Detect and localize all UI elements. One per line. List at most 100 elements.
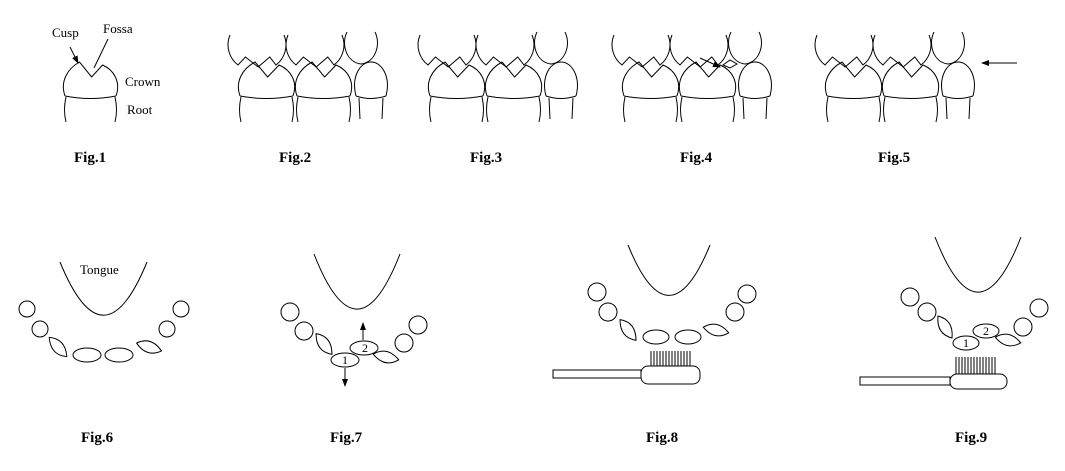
- food-impaction-arrow: [699, 57, 721, 68]
- fig7-caption: Fig.7: [330, 430, 363, 446]
- cemento-enamel-line: [296, 95, 351, 99]
- root-outline: [548, 97, 551, 120]
- root-outline: [348, 96, 351, 123]
- root-outline: [538, 96, 541, 123]
- molar-tooth-outline: [737, 284, 757, 304]
- incisor-tooth-outline: [674, 329, 702, 345]
- root-outline: [64, 96, 67, 123]
- premolar-crown: [941, 61, 975, 97]
- molar-tooth-outline: [18, 300, 36, 318]
- upper-premolar: [728, 31, 762, 65]
- root-outline: [742, 97, 745, 120]
- tooth-number-2: 2: [983, 324, 989, 338]
- root-outline: [296, 96, 299, 123]
- lower-molar-crown: [427, 61, 486, 97]
- root-outline: [486, 96, 489, 123]
- root-outline: [826, 96, 829, 123]
- cemento-enamel-line: [64, 95, 117, 99]
- upper-molar: [417, 34, 477, 68]
- cemento-enamel-line: [883, 95, 938, 99]
- fig3-caption: Fig.3: [470, 150, 502, 166]
- premolar-crown: [544, 61, 578, 97]
- cemento-enamel-line: [429, 95, 484, 99]
- molar-tooth-outline: [1013, 317, 1033, 337]
- molar-tooth-outline: [294, 321, 314, 341]
- root-outline: [481, 96, 484, 123]
- fig1-caption: Fig.1: [74, 150, 106, 166]
- tongue-label: Tongue: [80, 262, 119, 277]
- lower-molar-crown: [881, 61, 940, 97]
- root-outline: [291, 96, 294, 123]
- molar-tooth-outline: [158, 320, 176, 338]
- fig8-caption: Fig.8: [646, 430, 678, 446]
- molar-tooth-outline: [280, 302, 300, 322]
- upper-premolar: [534, 31, 568, 65]
- toothbrush-handle: [859, 376, 951, 386]
- canine-tooth-outline: [48, 336, 68, 358]
- root-outline: [945, 97, 948, 120]
- root-outline: [114, 96, 117, 123]
- cemento-enamel-line: [680, 95, 735, 99]
- root-outline: [429, 96, 432, 123]
- canine-tooth-outline: [135, 340, 163, 354]
- canine-tooth-outline: [372, 350, 400, 364]
- cusp-label: Cusp: [52, 25, 79, 40]
- molar-tooth-outline: [408, 315, 428, 335]
- root-outline: [935, 96, 938, 123]
- lower-molar-crown: [237, 61, 296, 97]
- fig5-caption: Fig.5: [878, 150, 910, 166]
- molar-tooth-outline: [917, 302, 937, 322]
- cemento-enamel-line: [739, 95, 771, 99]
- premolar-crown: [738, 61, 772, 97]
- incisor-tooth-outline: [349, 340, 379, 356]
- incisor-tooth-outline: [642, 329, 670, 345]
- toothbrush-handle: [552, 369, 642, 379]
- incisor-tooth-outline: [330, 352, 360, 368]
- crown-label: Crown: [125, 74, 161, 89]
- lower-molar-crown: [678, 61, 737, 97]
- tongue-outline: [313, 253, 401, 310]
- cusp-pointer: [69, 46, 79, 64]
- lower-molar-crown: [824, 61, 883, 97]
- tongue-outline: [627, 244, 711, 296]
- upper-premolar: [344, 31, 378, 65]
- lower-molar-crown: [294, 61, 353, 97]
- root-outline: [732, 96, 735, 123]
- toothbrush-head: [949, 373, 1008, 390]
- canine-tooth-outline: [619, 319, 637, 341]
- incisor-tooth-outline: [952, 335, 980, 351]
- tooth-number-1: 1: [342, 353, 348, 367]
- molar-tooth-outline: [725, 302, 745, 322]
- molar-tooth-outline: [1029, 298, 1049, 318]
- root-outline: [358, 97, 361, 120]
- canine-tooth-outline: [702, 323, 730, 337]
- root-label: Root: [127, 102, 153, 117]
- upper-molar: [872, 34, 932, 68]
- root-outline: [680, 96, 683, 123]
- premolar-crown: [354, 61, 388, 97]
- root-outline: [571, 97, 574, 120]
- cemento-enamel-line: [545, 95, 577, 99]
- root-outline: [675, 96, 678, 123]
- toothbrush-head: [640, 365, 701, 385]
- food-particle: [721, 59, 739, 69]
- upper-molar: [611, 34, 671, 68]
- fossa-label: Fossa: [103, 21, 133, 36]
- cemento-enamel-line: [239, 95, 294, 99]
- molar-tooth-outline: [587, 282, 607, 302]
- lower-molar-crown: [484, 61, 543, 97]
- tooth-number-2: 2: [362, 341, 368, 355]
- molar-tooth-outline: [394, 333, 414, 353]
- root-outline: [239, 96, 242, 123]
- upper-molar: [285, 34, 345, 68]
- incisor-tooth-outline: [104, 347, 134, 363]
- canine-tooth-outline: [315, 333, 333, 355]
- fig9-caption: Fig.9: [955, 430, 987, 446]
- molar-tooth-outline: [900, 287, 920, 307]
- upper-molar: [669, 34, 729, 68]
- lower-molar-crown: [621, 61, 680, 97]
- tooth-number-1: 1: [963, 336, 969, 350]
- fig4-caption: Fig.4: [680, 150, 713, 166]
